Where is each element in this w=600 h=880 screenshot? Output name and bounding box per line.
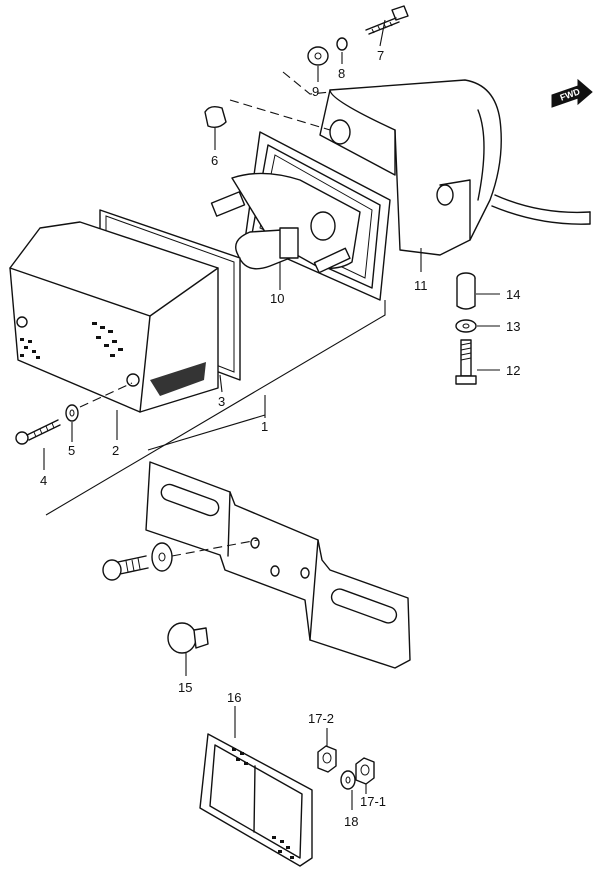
callout-3: 3 (218, 394, 225, 409)
callout-16: 16 (227, 690, 241, 705)
callout-6: 6 (211, 153, 218, 168)
callout-15: 15 (178, 680, 192, 695)
callouts: 1 2 3 4 5 6 7 8 9 10 11 12 13 14 15 16 1… (40, 48, 520, 829)
reflector-nut-lower (355, 757, 375, 785)
callout-1: 1 (261, 419, 268, 434)
bulb-socket-plate (210, 172, 361, 274)
callout-4: 4 (40, 473, 47, 488)
clip (167, 622, 209, 654)
callout-17-1: 17-1 (360, 794, 386, 809)
callout-8: 8 (338, 66, 345, 81)
reflector-washer (340, 770, 356, 790)
callout-14: 14 (506, 287, 520, 302)
callout-5: 5 (68, 443, 75, 458)
callout-10: 10 (270, 291, 284, 306)
leader-lines (43, 19, 500, 810)
spacer-washer (455, 319, 477, 333)
small-washer (336, 37, 348, 51)
cushion (204, 105, 227, 129)
alignment-lines (79, 71, 331, 557)
mounting-bolt (365, 5, 409, 35)
bracket-bolt (102, 555, 149, 581)
reflector-nut-upper (317, 745, 337, 773)
callout-9: 9 (312, 84, 319, 99)
large-washer (307, 46, 329, 66)
spacer (456, 272, 476, 310)
callout-18: 18 (344, 814, 358, 829)
callout-13: 13 (506, 319, 520, 334)
callout-7: 7 (377, 48, 384, 63)
lamp-housing-bracket (319, 79, 591, 256)
reflector (199, 733, 313, 867)
lens-screw (15, 419, 61, 445)
callout-11: 11 (414, 278, 428, 293)
bracket-washer (151, 542, 173, 572)
fwd-direction-badge: FWD (551, 78, 593, 108)
lens-washer (65, 404, 79, 422)
spacer-bolt (455, 339, 477, 385)
callout-17-2: 17-2 (308, 711, 334, 726)
taillight-lens (9, 221, 219, 413)
callout-2: 2 (112, 443, 119, 458)
grouping-lines (45, 300, 386, 516)
license-plate-bracket (145, 461, 411, 669)
bulb (235, 227, 299, 270)
callout-12: 12 (506, 363, 520, 378)
